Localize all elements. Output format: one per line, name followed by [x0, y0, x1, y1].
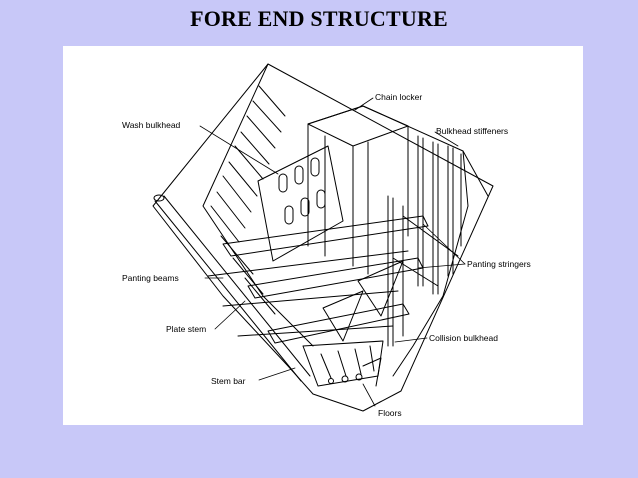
- slide-title: FORE END STRUCTURE: [190, 6, 448, 31]
- label-wash-bulkhead: Wash bulkhead: [122, 120, 181, 130]
- leader-lines: [199, 97, 466, 407]
- chain-locker-box: [307, 105, 409, 275]
- label-panting-stringers: Panting stringers: [467, 259, 531, 269]
- diagram-panel: Chain locker Wash bulkhead Bulkhead stif…: [63, 46, 583, 425]
- hull-outline: [152, 63, 494, 412]
- fore-end-structure-drawing: Chain locker Wash bulkhead Bulkhead stif…: [122, 63, 531, 418]
- label-chain-locker: Chain locker: [375, 92, 422, 102]
- bottom-floors: [302, 340, 384, 387]
- label-bulkhead-stiffeners: Bulkhead stiffeners: [436, 126, 508, 136]
- label-floors: Floors: [378, 408, 402, 418]
- label-stem-bar: Stem bar: [211, 376, 246, 386]
- label-plate-stem: Plate stem: [166, 324, 206, 334]
- panting-beams: [207, 250, 409, 337]
- bulkhead-stiffeners: [387, 135, 462, 347]
- wash-bulkhead: [257, 145, 344, 262]
- shell-frames: [210, 85, 286, 315]
- stem-bar-tube: [153, 194, 311, 382]
- panting-stringers: [222, 215, 459, 344]
- label-collision-bulkhead: Collision bulkhead: [429, 333, 498, 343]
- stringer-knees: [322, 260, 404, 342]
- label-panting-beams: Panting beams: [122, 273, 179, 283]
